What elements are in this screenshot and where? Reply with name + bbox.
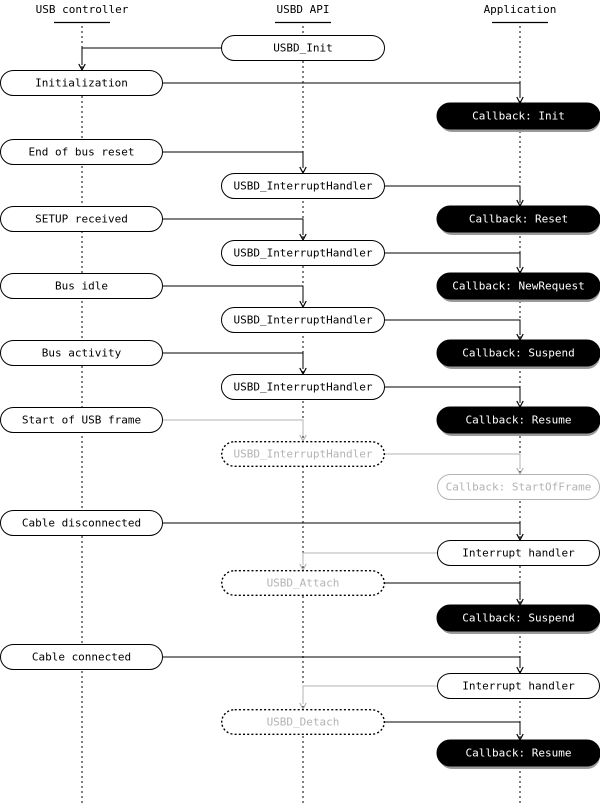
node-label: USBD_InterruptHandler [233,381,372,394]
node-label: Interrupt handler [462,547,575,560]
node-n16[interactable]: Start of USB frame [0,407,163,433]
node-n07[interactable]: SETUP received [0,206,163,232]
node-n05[interactable]: USBD_InterruptHandler [221,173,385,199]
connection-n21-to-n22 [385,582,524,607]
connection-n13-to-n14 [163,352,307,376]
connection-n23-to-n24 [163,656,524,675]
node-body [436,102,600,130]
node-label: Callback: Resume [466,747,572,760]
connection-n08-to-n09 [385,252,524,275]
connection-n02-to-n03 [163,82,524,105]
connection-n01-to-n02 [78,47,221,72]
node-label: USBD_InterruptHandler [233,247,372,260]
node-n20[interactable]: Interrupt handler [437,540,600,566]
node-n03[interactable]: Callback: Init [436,102,600,132]
node-n25[interactable]: USBD_Detach [220,709,386,736]
lane-header-controller: USB controller [36,3,129,16]
node-body [0,407,163,433]
node-body [0,340,163,366]
node-body [0,139,163,165]
node-body [220,441,386,468]
node-label: USBD_Init [273,42,333,55]
node-body [0,70,163,96]
node-body [0,510,163,536]
node-body [0,273,163,299]
node-body [436,406,600,434]
node-n19[interactable]: Cable disconnected [0,510,163,536]
node-n23[interactable]: Cable connected [0,644,163,670]
node-label: Callback: StartOfFrame [446,481,592,494]
node-n09[interactable]: Callback: NewRequest [436,272,600,302]
connection-n17-to-n18 [385,453,524,476]
node-n08[interactable]: USBD_InterruptHandler [221,240,385,266]
node-n10[interactable]: Bus idle [0,273,163,299]
node-n12[interactable]: Callback: Suspend [436,339,600,369]
node-body [220,709,386,736]
connection-n04-to-n05 [163,151,307,175]
node-label: USBD_InterruptHandler [233,448,372,461]
node-body [436,739,600,767]
node-body [436,604,600,632]
node-label: Callback: NewRequest [452,280,584,293]
node-label: Callback: Suspend [462,612,575,625]
node-label: Bus activity [42,347,122,360]
node-body [221,35,385,61]
node-n24[interactable]: Interrupt handler [437,673,600,699]
connection-n14-to-n15 [385,386,524,409]
node-body [436,272,600,300]
node-label: Cable connected [32,651,131,664]
connection-n20-to-n21 [299,552,437,572]
node-n02[interactable]: Initialization [0,70,163,96]
node-n13[interactable]: Bus activity [0,340,163,366]
node-body [0,206,163,232]
node-body [221,374,385,400]
node-n15[interactable]: Callback: Resume [436,406,600,436]
node-label: Callback: Reset [469,213,568,226]
node-body [221,307,385,333]
connection-n19-to-n20 [163,522,524,542]
node-n21[interactable]: USBD_Attach [220,570,386,597]
node-label: USBD_Attach [267,577,340,590]
node-label: Bus idle [55,280,108,293]
node-label: End of bus reset [29,146,135,159]
lane-header-app: Application [484,3,557,16]
node-label: SETUP received [35,213,128,226]
node-n22[interactable]: Callback: Suspend [436,604,600,634]
node-n14[interactable]: USBD_InterruptHandler [221,374,385,400]
node-n04[interactable]: End of bus reset [0,139,163,165]
node-label: USBD_InterruptHandler [233,180,372,193]
node-label: Callback: Init [472,110,565,123]
node-n26[interactable]: Callback: Resume [436,739,600,769]
lane-header-api: USBD API [277,3,330,16]
connection-n25-to-n26 [385,721,524,742]
node-label: Interrupt handler [462,680,575,693]
node-label: Initialization [35,77,128,90]
connection-n10-to-n11 [163,285,307,309]
connection-n16-to-n17 [163,419,307,443]
node-body [0,644,163,670]
node-label: Cable disconnected [22,517,141,530]
node-n11[interactable]: USBD_InterruptHandler [221,307,385,333]
node-n17[interactable]: USBD_InterruptHandler [220,441,386,468]
node-label: Start of USB frame [22,414,141,427]
connection-n05-to-n06 [385,185,524,208]
node-label: USBD_InterruptHandler [233,314,372,327]
node-label: Callback: Suspend [462,347,575,360]
node-n01[interactable]: USBD_Init [221,35,385,61]
node-label: Callback: Resume [466,414,572,427]
connection-n11-to-n12 [385,319,524,342]
node-n18[interactable]: Callback: StartOfFrame [437,474,600,500]
node-body [436,205,600,233]
node-label: USBD_Detach [267,716,340,729]
node-body [221,173,385,199]
connection-n07-to-n08 [163,218,307,242]
connection-n24-to-n25 [299,685,437,711]
node-body [436,339,600,367]
lane-headers-layer: USB controller USBD API Application [36,3,557,24]
node-body [220,570,386,597]
node-n06[interactable]: Callback: Reset [436,205,600,235]
node-body [221,240,385,266]
